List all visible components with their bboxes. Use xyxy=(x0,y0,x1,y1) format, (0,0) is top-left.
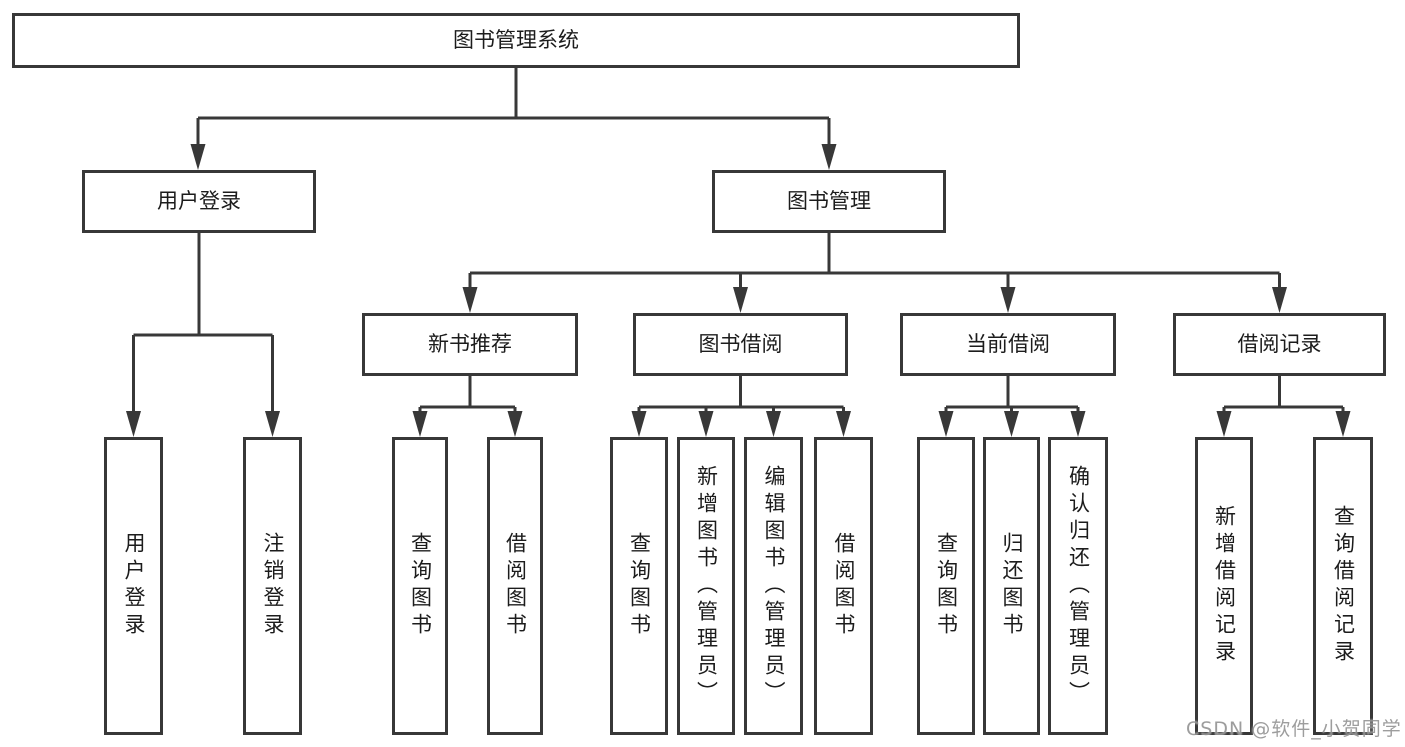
leaf-query-borrow-record: 查询借阅记录 xyxy=(1313,437,1373,735)
leaf-user-login: 用户登录 xyxy=(104,437,163,735)
leaf-edit-book-admin: 编辑图书（管理员） xyxy=(744,437,803,735)
leaf-query-books-borrowing: 查询图书 xyxy=(610,437,668,735)
node-book-management-branch: 图书管理 xyxy=(712,170,946,233)
leaf-return-book: 归还图书 xyxy=(983,437,1040,735)
leaf-add-borrow-record: 新增借阅记录 xyxy=(1195,437,1253,735)
arrowheads xyxy=(126,144,1351,437)
leaf-borrow-books-recommend: 借阅图书 xyxy=(487,437,543,735)
leaf-logout: 注销登录 xyxy=(243,437,302,735)
node-current-borrowing: 当前借阅 xyxy=(900,313,1116,376)
csdn-watermark: CSDN @软件_小贺同学 xyxy=(1186,718,1402,740)
node-borrowing-records: 借阅记录 xyxy=(1173,313,1386,376)
node-book-borrowing: 图书借阅 xyxy=(633,313,848,376)
leaf-confirm-return-admin: 确认归还（管理员） xyxy=(1048,437,1108,735)
leaf-query-books-current: 查询图书 xyxy=(917,437,975,735)
node-root-system: 图书管理系统 xyxy=(12,13,1020,68)
node-user-login-branch: 用户登录 xyxy=(82,170,316,233)
leaf-query-books-recommend: 查询图书 xyxy=(392,437,448,735)
node-new-book-recommend: 新书推荐 xyxy=(362,313,578,376)
leaf-borrow-books-borrowing: 借阅图书 xyxy=(814,437,873,735)
leaf-add-book-admin: 新增图书（管理员） xyxy=(677,437,735,735)
